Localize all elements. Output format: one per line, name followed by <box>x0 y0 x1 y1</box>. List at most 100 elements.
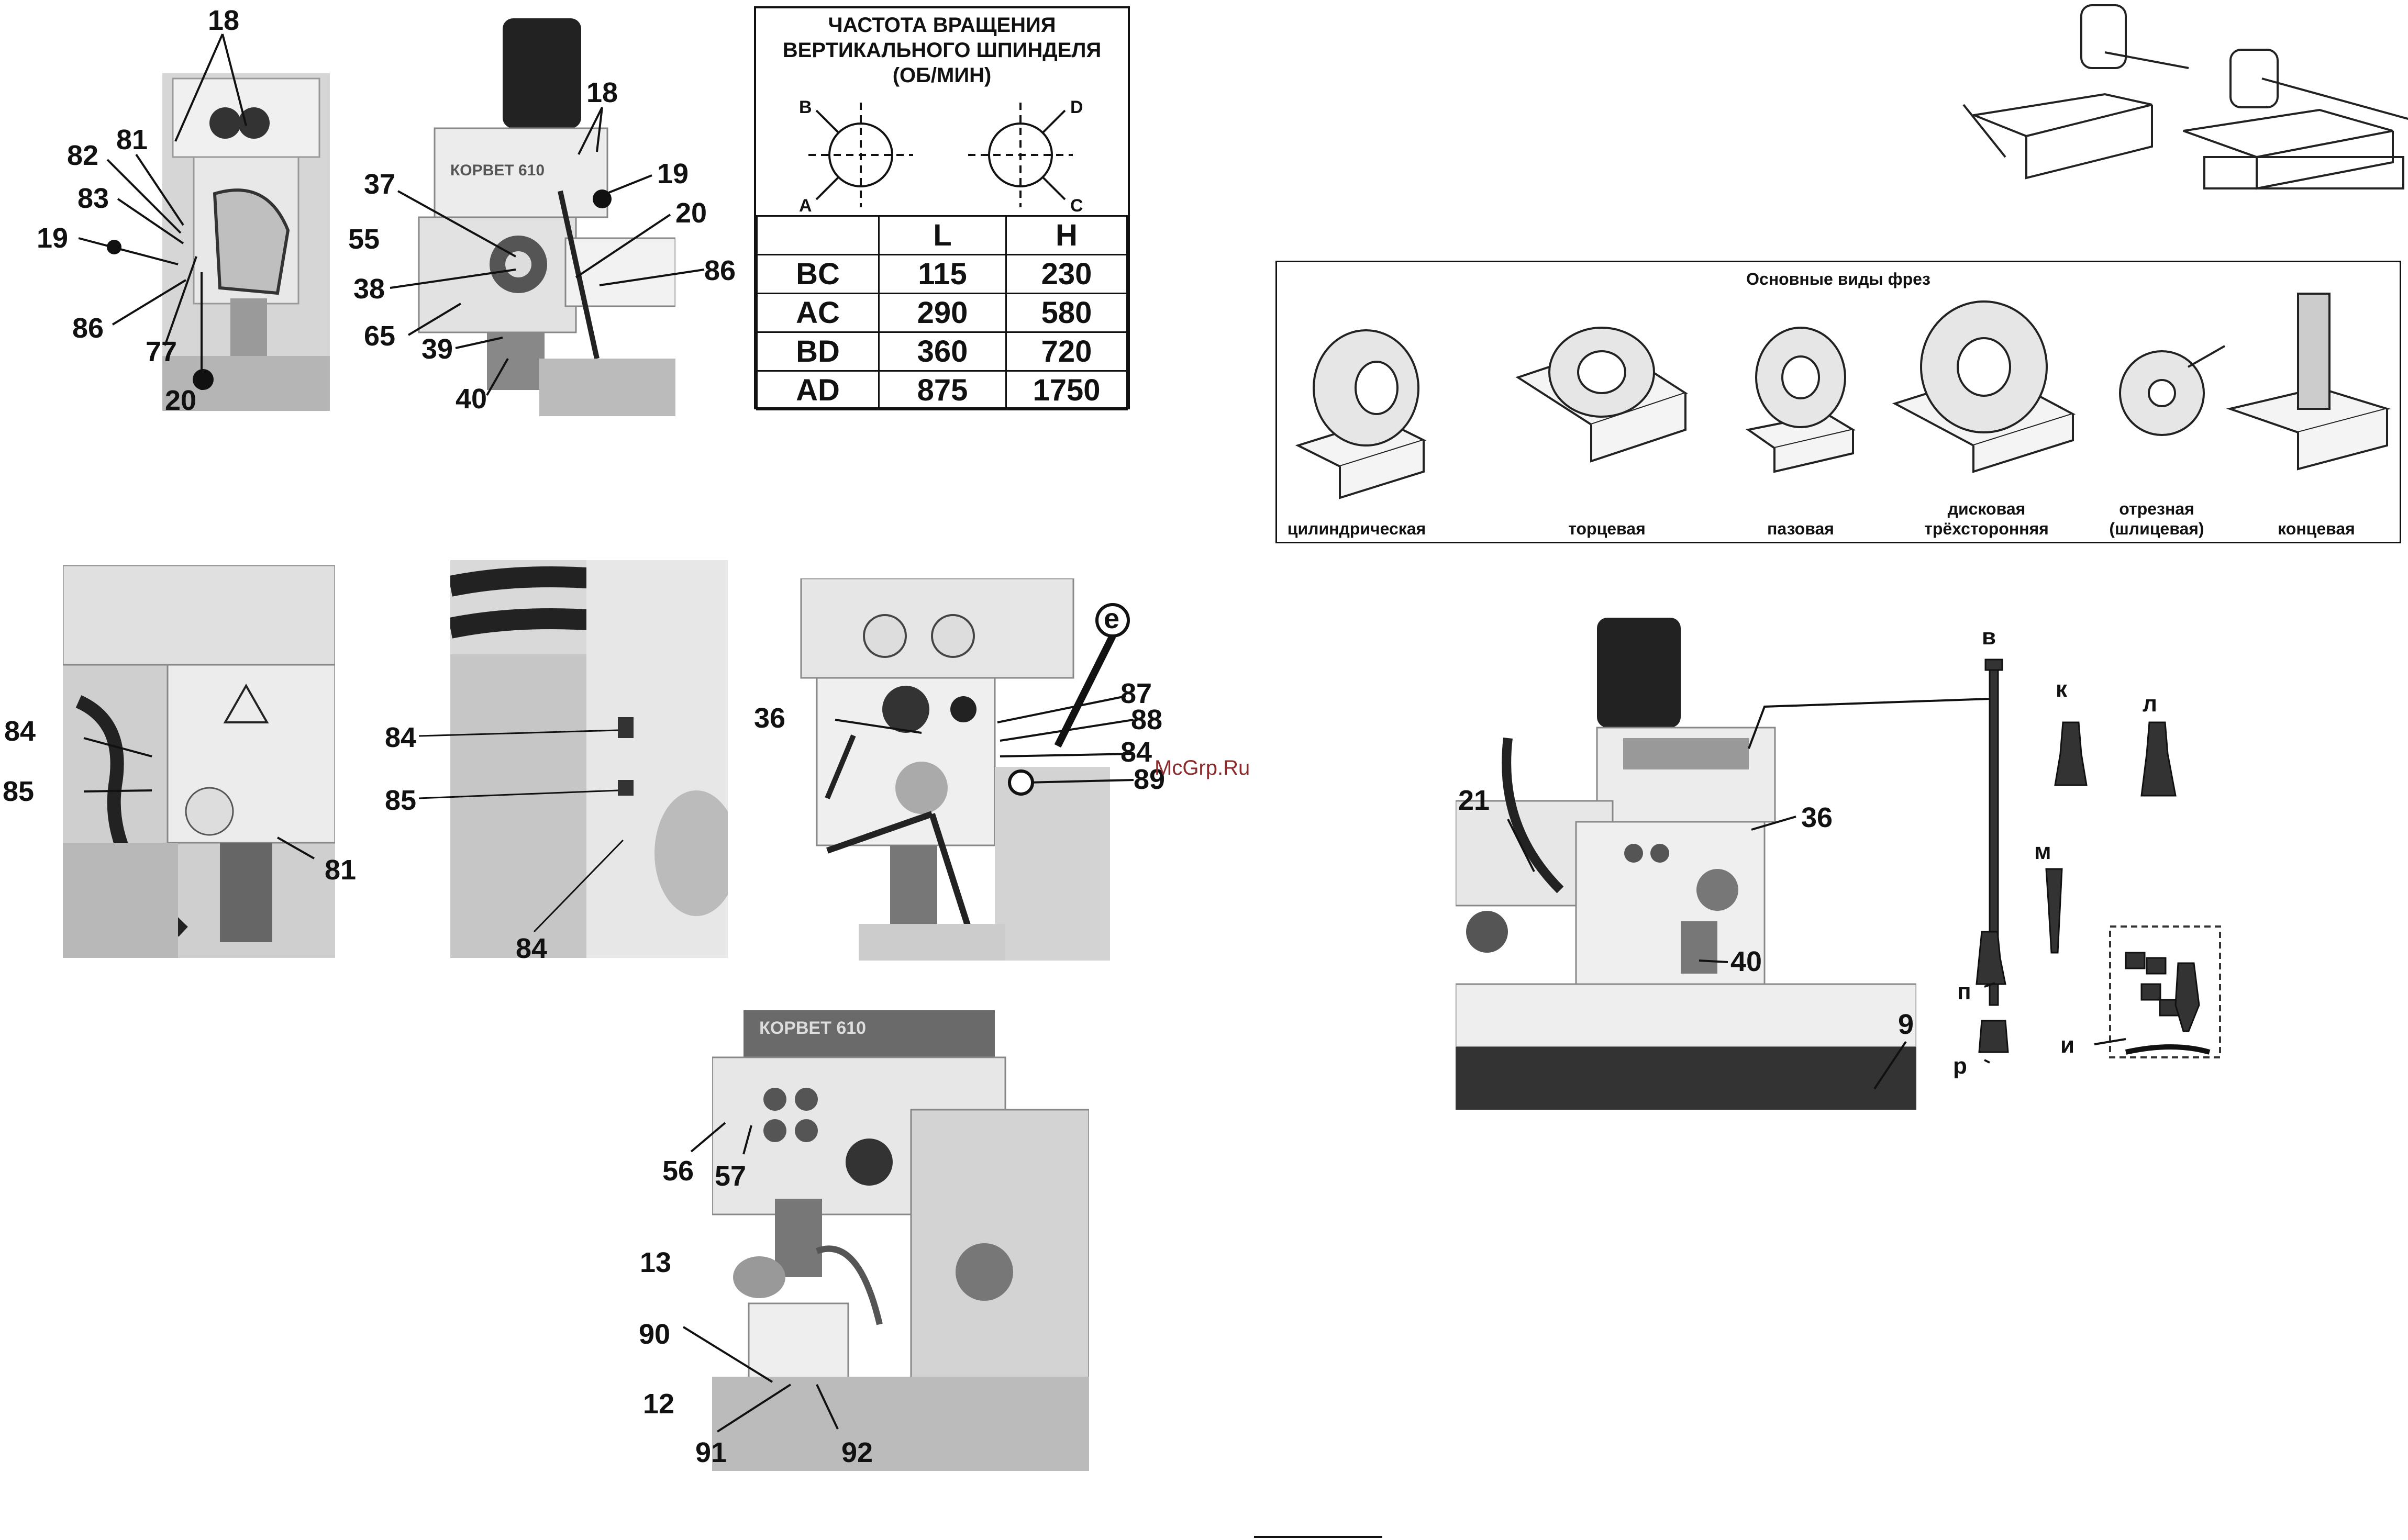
label-55: 55 <box>348 224 380 255</box>
label-36-fig7: 36 <box>1801 802 1833 833</box>
label-90: 90 <box>639 1319 671 1350</box>
label-i: и <box>2060 1032 2075 1058</box>
photo-column-detail <box>450 560 728 958</box>
cutter-end-mill: концевая <box>2278 519 2355 538</box>
speed-grid: L H BC 115 230 AC 290 580 BD 360 720 AD … <box>756 215 1128 410</box>
label-83: 83 <box>77 183 109 214</box>
label-84-fig4-bottom: 84 <box>516 933 548 964</box>
label-18-fig2: 18 <box>586 77 618 108</box>
photo-machine-side: КОРВЕТ 610 <box>712 1010 1089 1471</box>
speed-low-cell: 115 <box>878 254 1007 294</box>
brand-text: КОРВЕТ 610 <box>450 162 545 179</box>
speed-high-cell: 230 <box>1005 254 1128 294</box>
label-84-fig3: 84 <box>4 716 36 747</box>
label-36-fig5: 36 <box>754 702 786 734</box>
label-56: 56 <box>662 1155 694 1187</box>
speed-row: AD 875 1750 <box>756 370 1128 410</box>
label-92: 92 <box>841 1437 873 1468</box>
speed-pos-cell: AD <box>756 370 880 410</box>
speed-header-cell: H <box>1005 215 1128 255</box>
label-85-fig3: 85 <box>3 776 35 807</box>
label-20: 20 <box>165 385 197 416</box>
speed-pos-cell: BC <box>756 254 880 294</box>
cutter-types-panel: Основные виды фрез <box>1275 261 2401 543</box>
label-85-fig4: 85 <box>385 785 417 816</box>
brand-text-fig6: КОРВЕТ 610 <box>759 1018 866 1038</box>
label-p: п <box>1957 979 1971 1005</box>
label-18: 18 <box>208 5 240 36</box>
photo-head-left <box>63 565 335 958</box>
label-91: 91 <box>695 1437 727 1468</box>
cutter-slot: пазовая <box>1767 519 1834 538</box>
label-88: 88 <box>1131 704 1163 735</box>
speed-high-cell: 580 <box>1005 293 1128 333</box>
label-m: м <box>2034 839 2051 864</box>
footer-rule <box>1254 1536 1382 1538</box>
spindle-speed-table: ЧАСТОТА ВРАЩЕНИЯ ВЕРТИКАЛЬНОГО ШПИНДЕЛЯ … <box>754 6 1130 410</box>
cutter-disc: дисковая трёхсторонняя <box>1908 499 2065 539</box>
dial-left-top: B <box>799 97 812 117</box>
dial-diagrams: B A D C <box>799 97 1083 213</box>
label-86-fig2: 86 <box>704 255 736 286</box>
cutter-disc-line-1: дисковая <box>1947 499 2026 518</box>
speed-high-cell: 720 <box>1005 331 1128 372</box>
label-19: 19 <box>37 222 69 254</box>
label-12: 12 <box>643 1388 675 1420</box>
speed-row: BC 115 230 <box>756 254 1128 294</box>
label-v: в <box>1982 624 1996 650</box>
dial-right-top: D <box>1070 97 1083 117</box>
label-k: к <box>2056 676 2068 702</box>
label-82: 82 <box>67 140 99 171</box>
cutter-cylindrical: цилиндрическая <box>1287 519 1426 538</box>
speed-low-cell: 360 <box>878 331 1007 372</box>
label-13: 13 <box>640 1247 672 1278</box>
cutter-types-title: Основные виды фрез <box>1746 270 1930 288</box>
cutter-face: торцевая <box>1568 519 1646 538</box>
speed-low-cell: 290 <box>878 293 1007 333</box>
speed-title-line-1: ЧАСТОТА ВРАЩЕНИЯ <box>828 14 1056 37</box>
photo-machine-full <box>1456 618 1916 1110</box>
label-r: р <box>1953 1053 1967 1079</box>
label-65: 65 <box>364 320 396 352</box>
speed-table-title: ЧАСТОТА ВРАЩЕНИЯ ВЕРТИКАЛЬНОГО ШПИНДЕЛЯ … <box>756 13 1128 88</box>
label-20-fig2: 20 <box>675 197 707 229</box>
photo-head-side <box>162 73 330 411</box>
label-86: 86 <box>72 313 104 344</box>
label-l: л <box>2143 691 2157 717</box>
label-81: 81 <box>116 124 148 155</box>
label-57: 57 <box>715 1160 747 1192</box>
speed-header-cell <box>756 215 880 255</box>
speed-row: BD 360 720 <box>756 331 1128 372</box>
label-9: 9 <box>1898 1009 1914 1040</box>
label-84-fig5: 84 <box>1120 736 1152 768</box>
label-84-fig4-top: 84 <box>385 722 417 753</box>
label-40-fig7: 40 <box>1730 946 1762 977</box>
speed-low-cell: 875 <box>878 370 1007 410</box>
speed-title-line-3: (ОБ/МИН) <box>892 64 992 87</box>
cutter-disc-line-2: трёхсторонняя <box>1924 519 2049 538</box>
cutter-drawings <box>1295 293 2391 499</box>
label-39: 39 <box>421 333 453 365</box>
label-87: 87 <box>1120 678 1152 709</box>
label-89: 89 <box>1134 764 1166 795</box>
speed-title-line-2: ВЕРТИКАЛЬНОГО ШПИНДЕЛЯ <box>782 39 1102 62</box>
label-38: 38 <box>353 273 385 305</box>
dial-right-bottom: C <box>1070 196 1083 213</box>
label-77: 77 <box>146 336 177 367</box>
speed-row: AC 290 580 <box>756 293 1128 333</box>
cutter-slitting: отрезная (шлицевая) <box>2091 499 2222 539</box>
label-40: 40 <box>456 383 487 415</box>
speed-header-cell: L <box>878 215 1007 255</box>
photo-head-controls <box>796 578 1110 961</box>
cutter-slitting-line-2: (шлицевая) <box>2109 519 2204 538</box>
label-e: е <box>1104 603 1120 634</box>
label-21: 21 <box>1458 785 1490 816</box>
dial-left-bottom: A <box>799 196 812 213</box>
label-37: 37 <box>364 169 396 200</box>
cutter-slitting-line-1: отрезная <box>2119 499 2194 518</box>
watermark: McGrp.Ru <box>1155 756 1250 779</box>
label-19-fig2: 19 <box>657 158 689 189</box>
vise-hammer-sketch <box>1962 4 2408 190</box>
speed-pos-cell: BD <box>756 331 880 372</box>
speed-pos-cell: AC <box>756 293 880 333</box>
